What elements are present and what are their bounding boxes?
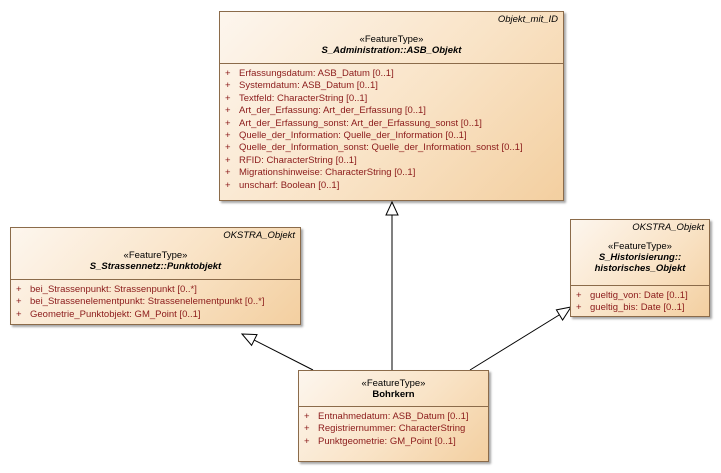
attribute-list: + bei_Strassenpunkt: Strassenpunkt [0..*]… bbox=[11, 280, 300, 321]
attribute-text: Migrationshinweise: CharacterString [0..… bbox=[239, 167, 416, 179]
attribute-text: gueltig_bis: Date [0..1] bbox=[590, 302, 685, 314]
attribute-row: + Punktgeometrie: GM_Point [0..1] bbox=[299, 436, 488, 448]
attribute-list: + gueltig_von: Date [0..1] + gueltig_bis: … bbox=[571, 286, 709, 315]
class-header: Objekt_mit_ID «FeatureType» S_Administra… bbox=[220, 12, 563, 64]
class-tag: Objekt_mit_ID bbox=[497, 14, 558, 25]
visibility-marker: + bbox=[225, 167, 231, 179]
visibility-marker: + bbox=[225, 154, 231, 166]
class-name-line-1: S_Historisierung:: bbox=[598, 252, 682, 263]
attribute-list: + Erfassungsdatum: ASB_Datum [0..1] + Syst… bbox=[220, 64, 563, 192]
attribute-row: + Art_der_Erfassung_sonst: Art_der_Erfass… bbox=[220, 118, 563, 130]
class-name: S_Administration::ASB_Objekt bbox=[321, 45, 462, 56]
attribute-row: + Registriernummer: CharacterString bbox=[299, 423, 488, 435]
attribute-text: Punktgeometrie: GM_Point [0..1] bbox=[318, 435, 456, 447]
attribute-text: Quelle_der_Information: Quelle_der_Infor… bbox=[239, 129, 467, 141]
class-header: «FeatureType» Bohrkern bbox=[299, 371, 488, 407]
visibility-marker: + bbox=[16, 296, 22, 308]
attribute-row: + Quelle_der_Information_sonst: Quelle_de… bbox=[220, 142, 563, 154]
class-punktobjekt[interactable]: OKSTRA_Objekt «FeatureType» S_Strassenne… bbox=[10, 227, 301, 325]
visibility-marker: + bbox=[225, 92, 231, 104]
visibility-marker: + bbox=[576, 290, 582, 301]
attribute-list: + Entnahmedatum: ASB_Datum [0..1] + Regist… bbox=[299, 407, 488, 448]
generalization-bohrkern-to-punktobjekt bbox=[240, 333, 314, 371]
attribute-text: Art_der_Erfassung: Art_der_Erfassung [0.… bbox=[239, 105, 426, 117]
visibility-marker: + bbox=[576, 302, 582, 314]
attribute-text: bei_Strassenelementpunkt: Strassenelemen… bbox=[30, 296, 265, 308]
class-name: S_Strassennetz::Punktobjekt bbox=[89, 261, 222, 272]
class-tag: OKSTRA_Objekt bbox=[632, 222, 704, 233]
attribute-text: Entnahmedatum: ASB_Datum [0..1] bbox=[318, 411, 469, 422]
visibility-marker: + bbox=[225, 105, 231, 117]
visibility-marker: + bbox=[225, 80, 231, 92]
class-name: Bohrkern bbox=[372, 389, 415, 400]
visibility-marker: + bbox=[225, 179, 231, 191]
visibility-marker: + bbox=[304, 435, 310, 447]
attribute-row: + Quelle_der_Information: Quelle_der_Info… bbox=[220, 130, 563, 142]
stereotype-label: «FeatureType» bbox=[361, 378, 426, 389]
attribute-text: Quelle_der_Information_sonst: Quelle_der… bbox=[239, 142, 523, 154]
attribute-row: + bei_Strassenpunkt: Strassenpunkt [0..*] bbox=[11, 284, 300, 296]
attribute-row: + Entnahmedatum: ASB_Datum [0..1] bbox=[299, 411, 488, 423]
attribute-text: Art_der_Erfassung_sonst: Art_der_Erfassu… bbox=[239, 117, 482, 129]
attribute-text: Textfeld: CharacterString [0..1] bbox=[239, 92, 368, 104]
attribute-row: + Art_der_Erfassung: Art_der_Erfassung [0… bbox=[220, 105, 563, 117]
attribute-row: + bei_Strassenelementpunkt: Strasseneleme… bbox=[11, 296, 300, 308]
attribute-row: + unscharf: Boolean [0..1] bbox=[220, 180, 563, 192]
class-bohrkern[interactable]: «FeatureType» Bohrkern + Entnahmedatum: A… bbox=[298, 370, 489, 462]
visibility-marker: + bbox=[225, 142, 231, 154]
class-tag: OKSTRA_Objekt bbox=[223, 230, 295, 241]
attribute-row: + Geometrie_Punktobjekt: GM_Point [0..1] bbox=[11, 309, 300, 321]
visibility-marker: + bbox=[16, 284, 22, 295]
attribute-text: unscharf: Boolean [0..1] bbox=[239, 179, 340, 191]
visibility-marker: + bbox=[225, 129, 231, 141]
generalization-bohrkern-to-historisches-objekt bbox=[469, 306, 573, 371]
stereotype-label: «FeatureType» bbox=[123, 250, 188, 261]
attribute-text: bei_Strassenpunkt: Strassenpunkt [0..*] bbox=[30, 284, 197, 295]
attribute-text: Registriernummer: CharacterString bbox=[318, 423, 466, 435]
stereotype-label: «FeatureType» bbox=[608, 241, 672, 252]
attribute-text: gueltig_von: Date [0..1] bbox=[590, 290, 688, 301]
class-historisches-objekt[interactable]: OKSTRA_Objekt «FeatureType» S_Historisie… bbox=[570, 219, 710, 317]
attribute-row: + Systemdatum: ASB_Datum [0..1] bbox=[220, 80, 563, 92]
attribute-row: + gueltig_bis: Date [0..1] bbox=[571, 302, 709, 314]
generalization-bohrkern-to-asb-objekt bbox=[385, 200, 399, 370]
class-name-line-2: historisches_Objekt bbox=[594, 263, 686, 274]
visibility-marker: + bbox=[304, 423, 310, 435]
attribute-row: + Migrationshinweise: CharacterString [0.… bbox=[220, 167, 563, 179]
attribute-row: + gueltig_von: Date [0..1] bbox=[571, 290, 709, 302]
attribute-text: Geometrie_Punktobjekt: GM_Point [0..1] bbox=[30, 308, 201, 320]
visibility-marker: + bbox=[304, 411, 310, 422]
attribute-row: + RFID: CharacterString [0..1] bbox=[220, 155, 563, 167]
attribute-row: + Erfassungsdatum: ASB_Datum [0..1] bbox=[220, 68, 563, 80]
visibility-marker: + bbox=[225, 117, 231, 129]
attribute-text: Systemdatum: ASB_Datum [0..1] bbox=[239, 80, 378, 92]
class-header: OKSTRA_Objekt «FeatureType» S_Strassenne… bbox=[11, 228, 300, 280]
attribute-row: + Textfeld: CharacterString [0..1] bbox=[220, 93, 563, 105]
attribute-text: RFID: CharacterString [0..1] bbox=[239, 154, 357, 166]
stereotype-label: «FeatureType» bbox=[359, 34, 424, 45]
class-asb-objekt[interactable]: Objekt_mit_ID «FeatureType» S_Administra… bbox=[219, 11, 564, 201]
visibility-marker: + bbox=[225, 68, 231, 79]
visibility-marker: + bbox=[16, 308, 22, 320]
class-header: OKSTRA_Objekt «FeatureType» S_Historisie… bbox=[571, 220, 709, 286]
attribute-text: Erfassungsdatum: ASB_Datum [0..1] bbox=[239, 68, 394, 79]
